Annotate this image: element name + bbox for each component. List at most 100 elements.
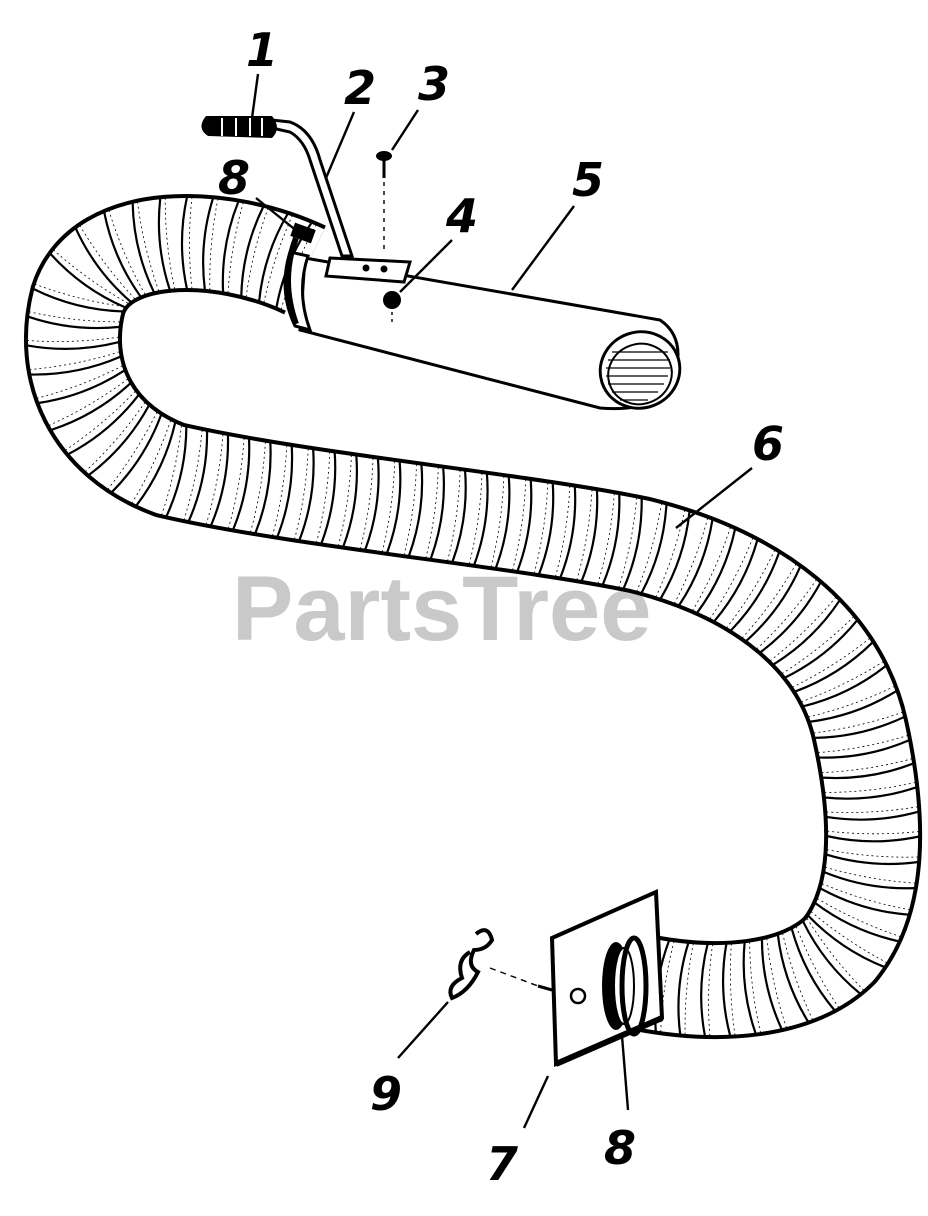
hose-rib: [823, 871, 915, 890]
hose-rib-shade: [806, 918, 865, 991]
hose-rib: [258, 213, 289, 302]
hose-rib-shade: [824, 781, 916, 793]
hose-rib: [729, 552, 781, 632]
hose-rib: [745, 566, 802, 642]
hose-rib-shade: [636, 503, 663, 592]
hose-rib: [809, 689, 898, 723]
hose-rib: [38, 369, 126, 405]
hose-rib: [819, 887, 909, 916]
hose-rib: [760, 939, 783, 1030]
hose-rib: [814, 902, 900, 943]
hose-rib-shade: [674, 517, 709, 604]
hose-rib: [240, 206, 265, 297]
callout-8-top: 8: [218, 151, 250, 205]
hose-rib-shade: [817, 734, 909, 754]
hose-rib: [27, 315, 120, 330]
hose-rib-shade: [821, 758, 913, 774]
hose-rib: [180, 196, 189, 290]
hose-rib-shade: [183, 429, 203, 521]
hose-rib-shade: [756, 579, 818, 650]
hose-rib: [364, 458, 380, 551]
callout-4: 4: [445, 189, 478, 243]
callout-6: 6: [752, 417, 784, 471]
callout-5: 5: [572, 153, 604, 207]
hose-rib: [67, 394, 140, 456]
hose-rib-shade: [597, 493, 615, 584]
hose-rib: [254, 442, 272, 534]
hose-rib-shade: [749, 941, 762, 1034]
hose-rib-shade: [618, 497, 638, 588]
hose-rib-shade: [576, 489, 593, 581]
hose-rib-shade: [726, 549, 776, 629]
hose-rib: [537, 483, 555, 575]
hose-rib-shade: [36, 365, 123, 399]
hose-rib: [802, 665, 887, 708]
hose-rib: [210, 434, 230, 526]
hose-rib-shade: [294, 448, 309, 540]
hose-rib-shade: [766, 938, 787, 1029]
hose-rib: [50, 382, 132, 431]
hose-rib-shade: [205, 434, 224, 525]
hose-rib: [818, 739, 910, 759]
hose-rib: [473, 473, 489, 566]
hose-rib-shade: [826, 849, 919, 858]
hose-rib: [640, 504, 668, 594]
hose-rib-shade: [137, 201, 160, 292]
hose-rib: [103, 211, 142, 298]
hose-rib-shade: [692, 526, 731, 612]
hose-rib-shade: [131, 420, 172, 504]
hose-rib-shade: [792, 637, 871, 688]
callout-8-bottom: 8: [604, 1121, 636, 1175]
hose-rib-shade: [403, 463, 417, 556]
hose-rib-shade: [272, 445, 288, 537]
hose-rib: [429, 467, 445, 560]
hose-rib: [759, 582, 822, 654]
hose-rib: [157, 198, 171, 291]
hose-rib-shade: [26, 336, 119, 342]
hose-rib-shade: [64, 390, 136, 451]
hose-rib: [49, 253, 126, 309]
hose-rib: [276, 445, 294, 538]
callout-1: 1: [246, 23, 278, 77]
hose-rib: [386, 461, 402, 554]
hose-corrugations: [26, 196, 920, 1037]
hose-rib-shade: [316, 451, 331, 543]
callout-9: 9: [370, 1067, 402, 1121]
hose-rib: [26, 341, 120, 350]
handle-bracket: [324, 256, 412, 284]
hose-rib: [721, 943, 732, 1036]
hose-rib-shade: [782, 933, 814, 1021]
leader-lines: [250, 73, 753, 1129]
hose-rib: [111, 414, 163, 493]
hose-rib: [772, 599, 841, 666]
hose-rib-shade: [660, 941, 675, 1033]
hose-rib-shade: [808, 685, 896, 718]
hose-rib: [822, 762, 914, 780]
hose-rib-shade: [468, 473, 483, 565]
hose-rib: [700, 943, 709, 1037]
flexible-hose: [23, 194, 923, 1039]
hose-rib: [221, 201, 240, 293]
hose-rib-shade: [813, 711, 904, 734]
hose-rib-shade: [824, 866, 916, 884]
hose-rib: [88, 404, 150, 476]
hose-rib-shade: [708, 943, 714, 1037]
hose-rib: [826, 853, 919, 866]
hose-rib-shade: [263, 215, 293, 303]
hose-rib-shade: [28, 311, 121, 323]
hose-rib-shade: [108, 209, 146, 295]
hose-rib: [601, 494, 621, 586]
hose-rib: [677, 942, 690, 1035]
hose-rib-shade: [490, 476, 505, 568]
hose-rib: [826, 810, 919, 821]
callout-2: 2: [344, 61, 376, 115]
hose-rib: [776, 934, 810, 1023]
hose-rib-shade: [781, 616, 855, 675]
hose-rib: [814, 715, 905, 739]
callouts: 1 2 3 4 5 6 7 8 8 9: [218, 23, 784, 1191]
hose-rib: [342, 455, 358, 548]
hose-rib: [232, 438, 251, 530]
hose-rib-shade: [447, 469, 461, 562]
hose-clamp-bottom: [619, 935, 649, 1037]
hose-rib-shade: [810, 911, 888, 964]
